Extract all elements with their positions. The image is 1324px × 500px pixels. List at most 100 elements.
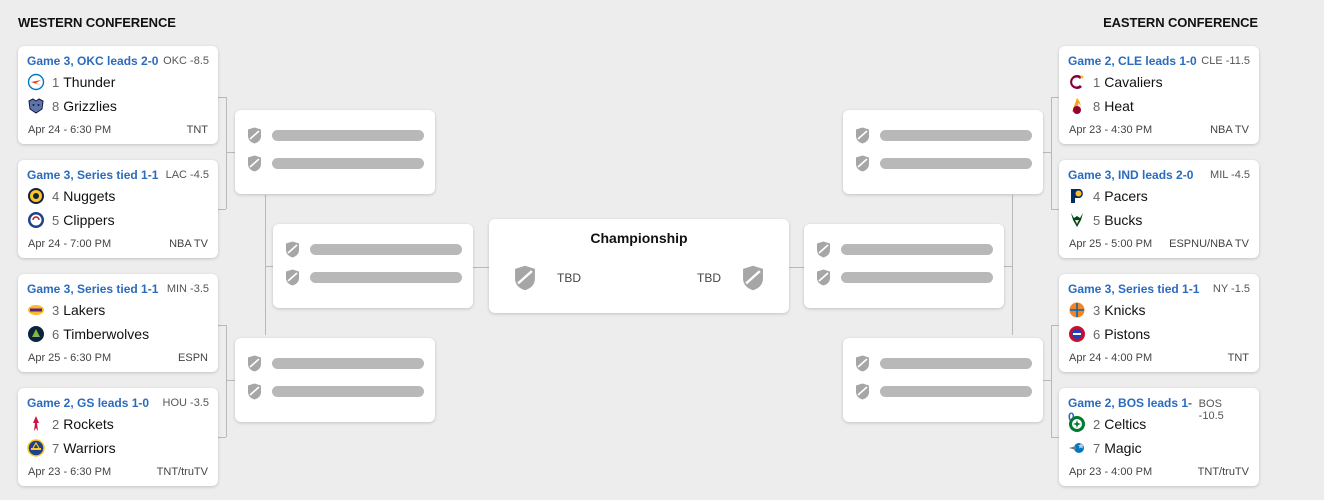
celtics-logo-icon [1068,415,1086,433]
team-shield-icon [286,241,299,258]
connector [1051,325,1059,326]
team-seed: 3 [52,302,60,318]
connector [1051,209,1059,210]
team-seed: 5 [52,212,60,228]
tbd-matchup-card[interactable] [273,224,473,308]
rockets-logo-icon [27,415,45,433]
game-date: Apr 23 - 6:30 PM [28,466,112,478]
connector [1051,97,1052,209]
team-name[interactable]: Timberwolves [63,326,150,342]
clippers-logo-icon [27,211,45,229]
team-seed: 6 [52,326,60,342]
championship-team-right: TBD [697,271,721,285]
series-status[interactable]: Game 2, BOS leads 1-0 [1068,396,1193,424]
series-status[interactable]: Game 3, IND leads 2-0 [1068,168,1194,182]
placeholder-bar [841,244,993,255]
team-name[interactable]: Knicks [1104,302,1146,318]
placeholder-bar [272,158,424,169]
betting-line: MIL -4.5 [1210,169,1250,181]
tbd-matchup-card[interactable] [843,110,1043,194]
placeholder-bar [880,358,1032,369]
tbd-matchup-card[interactable] [235,338,435,422]
tbd-matchup-card[interactable] [804,224,1004,308]
team-shield-icon [856,383,869,400]
connector [1051,97,1059,98]
team-shield-icon [248,383,261,400]
series-status[interactable]: Game 3, OKC leads 2-0 [27,54,159,68]
lakers-logo-icon [27,301,45,319]
connector [226,380,235,381]
network: TNT/truTV [156,466,208,478]
network: ESPN [178,352,208,364]
championship-card[interactable]: Championship TBD TBD [489,219,789,313]
team-seed: 1 [52,74,60,90]
knicks-logo-icon [1068,301,1086,319]
betting-line: CLE -11.5 [1201,55,1250,67]
team-name[interactable]: Thunder [63,74,116,90]
team-shield-icon [856,355,869,372]
team-seed: 1 [1093,74,1101,90]
west-conference-title: WESTERN CONFERENCE [18,15,176,30]
nuggets-logo-icon [27,187,45,205]
team-name[interactable]: Nuggets [63,188,116,204]
team-seed: 8 [1093,98,1101,114]
team-shield-icon [743,265,763,291]
grizzlies-logo-icon [27,97,45,115]
team-shield-icon [248,155,261,172]
connector [473,267,489,268]
series-status[interactable]: Game 2, GS leads 1-0 [27,396,150,410]
connector [789,267,804,268]
connector [226,152,235,153]
network: NBA TV [169,238,208,250]
team-name[interactable]: Pistons [1104,326,1151,342]
connector [218,97,226,98]
cavaliers-logo-icon [1068,73,1086,91]
team-shield-icon [856,155,869,172]
placeholder-bar [310,272,462,283]
timberwolves-logo-icon [27,325,45,343]
team-name[interactable]: Rockets [63,416,114,432]
team-name[interactable]: Pacers [1104,188,1148,204]
series-status[interactable]: Game 3, Series tied 1-1 [1068,282,1200,296]
connector [1051,325,1052,437]
team-name[interactable]: Clippers [63,212,115,228]
team-name[interactable]: Heat [1104,98,1134,114]
team-name[interactable]: Warriors [63,440,116,456]
team-name[interactable]: Cavaliers [1104,74,1163,90]
team-seed: 5 [1093,212,1101,228]
championship-title: Championship [590,230,688,246]
connector [226,325,227,437]
team-name[interactable]: Bucks [1104,212,1143,228]
team-seed: 2 [1093,416,1101,432]
team-name[interactable]: Lakers [63,302,106,318]
series-status[interactable]: Game 3, Series tied 1-1 [27,282,159,296]
placeholder-bar [880,386,1032,397]
betting-line: LAC -4.5 [165,169,209,181]
warriors-logo-icon [27,439,45,457]
team-name[interactable]: Grizzlies [63,98,117,114]
connector [1043,380,1051,381]
game-date: Apr 23 - 4:30 PM [1069,124,1153,136]
team-shield-icon [515,265,535,291]
betting-line: OKC -8.5 [163,55,209,67]
connector [226,97,227,209]
game-date: Apr 24 - 6:30 PM [28,124,112,136]
team-name[interactable]: Celtics [1104,416,1147,432]
game-date: Apr 25 - 5:00 PM [1069,238,1153,250]
connector [265,195,266,335]
team-name[interactable]: Magic [1104,440,1142,456]
tbd-matchup-card[interactable] [843,338,1043,422]
team-shield-icon [248,355,261,372]
series-status[interactable]: Game 3, Series tied 1-1 [27,168,159,182]
tbd-matchup-card[interactable] [235,110,435,194]
connector [1004,266,1012,267]
series-status[interactable]: Game 2, CLE leads 1-0 [1068,54,1197,68]
